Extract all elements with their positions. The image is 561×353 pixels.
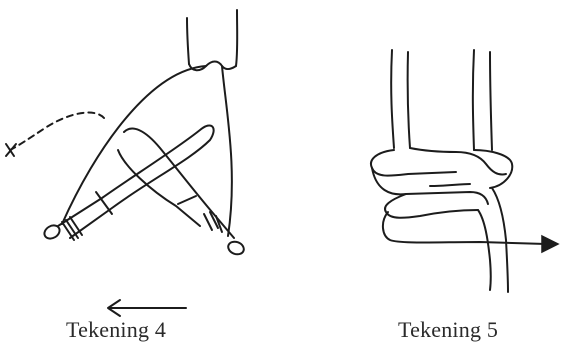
caption: Tekening 4 [66, 317, 166, 343]
rope-collar [189, 62, 236, 71]
rope-strand [408, 52, 410, 148]
rope-end [478, 210, 491, 290]
bat-right-knob [226, 240, 245, 257]
bat-right-guard [178, 196, 196, 204]
bat-right-grip [204, 212, 222, 232]
arrow-right-head [542, 236, 558, 252]
drawing-5 [280, 0, 561, 353]
rope-strand [236, 10, 237, 66]
drawing-4 [0, 0, 280, 353]
bat-left-guard [96, 192, 112, 214]
rope-strand [187, 18, 189, 64]
dashed-arrow [10, 113, 104, 150]
figure-tekening-4: Tekening 4 [0, 0, 280, 353]
bat-right [118, 129, 234, 238]
rope-strand [391, 50, 394, 148]
rope-strand [473, 50, 474, 150]
rope-loop [222, 66, 232, 236]
rope-turn [430, 184, 470, 186]
caption: Tekening 5 [398, 317, 498, 343]
bat-left [58, 125, 214, 238]
figure-tekening-5: Tekening 5 [280, 0, 561, 353]
dashed-arrow-head [6, 144, 16, 156]
rope-turn [371, 150, 456, 176]
rope-end [492, 188, 508, 292]
rope-strand [490, 52, 492, 150]
rope-turn [474, 150, 512, 188]
rope-turn [385, 194, 478, 218]
